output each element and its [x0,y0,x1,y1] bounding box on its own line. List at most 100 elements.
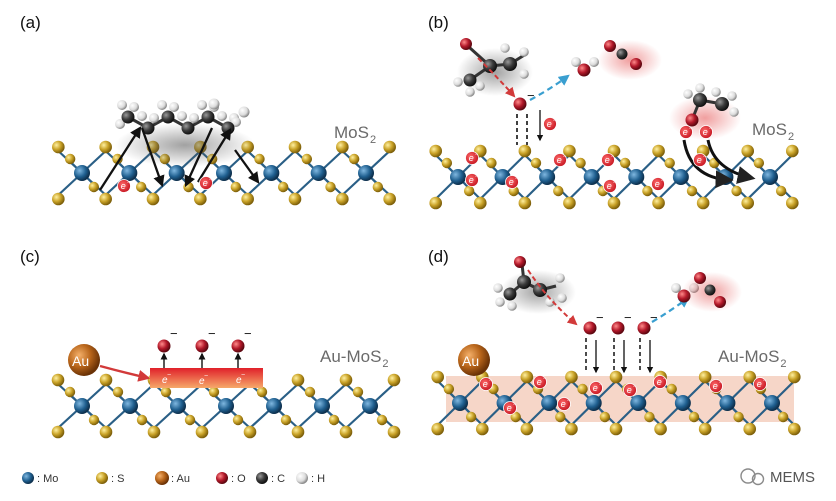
s-atom [348,153,360,165]
legend-swatch-mo [22,472,34,484]
s-atom [787,422,801,436]
electron-marker: e− [505,175,519,189]
s-atom [352,386,364,398]
s-atom [520,422,534,436]
s-atom [431,370,445,384]
hydrocarbon-molecule [115,98,255,167]
h-atom [519,69,529,79]
s-atom [64,386,76,398]
s-atom [336,140,349,154]
s-atom [654,422,667,436]
electron-marker: e− [601,153,615,167]
electron-charge: − [553,118,557,124]
mo-atom [122,398,138,414]
s-atom [51,425,65,439]
c-atom [693,93,707,107]
s-atom [288,140,302,154]
h-atom [555,273,565,283]
s-atom [301,153,313,165]
s-atom [387,425,401,439]
o-atom [577,63,591,77]
electron-marker: e− [117,179,131,193]
h-atom [177,111,187,121]
legend-label-o: : O [231,473,246,485]
electron-symbol: e [162,375,168,386]
electron-symbol: e [683,127,688,137]
electron-symbol: e [607,181,612,191]
electron-charge: − [241,372,245,379]
s-atom [194,192,207,206]
electron-symbol: e [655,179,660,189]
c-atom [463,73,477,87]
s-atom [277,181,289,193]
s-atom [463,185,475,197]
s-atom [88,181,100,193]
mo-atom [630,395,647,411]
blue-dashed-arrow [529,74,570,101]
s-atom [741,144,755,158]
electron-charge: − [763,378,767,384]
electron-charge: − [599,382,603,388]
s-atom [473,196,487,210]
s-atom [696,196,710,210]
h-atom [571,57,581,67]
mo-atom [266,398,282,414]
s-atom [328,414,340,426]
c-atom [483,59,497,73]
s-atom [372,181,384,193]
h-atom [727,91,737,101]
material-subscript: 2 [788,131,794,143]
charge-bar [150,368,263,388]
s-atom [256,386,268,398]
h-atom [453,77,463,87]
h-atom [493,283,503,293]
legend-swatch-au [155,471,169,485]
electron-charge: − [663,376,667,382]
h-atom [729,107,739,117]
electron-marker: e− [709,379,723,393]
transfer-arrow [197,128,232,183]
electron-disc [589,381,603,395]
c-atom [503,57,517,71]
electron-disc [503,401,517,415]
electron-symbol: e [547,119,552,129]
o-ion [195,339,209,353]
legend-swatch-o [216,472,228,484]
s-atom [291,425,305,439]
electron-charge: − [613,180,617,186]
s-atom [563,144,576,158]
mo-atom [541,395,558,411]
s-atom [291,373,305,387]
electron-disc [479,377,493,391]
s-atom [599,411,611,423]
mo-atom [310,165,327,181]
material-subscript: 2 [780,358,786,370]
o-atom [714,296,726,308]
s-atom [577,383,588,395]
o-ion [513,97,527,111]
au-nanoparticle: Au [458,344,490,376]
s-atom [743,370,757,384]
s-atom [644,411,655,423]
electron-marker: e− [651,177,665,191]
h-atom [217,111,227,121]
s-atom [510,411,521,423]
electron-charge: − [515,176,519,182]
s-atom [136,414,148,426]
red-arrow [99,364,151,382]
mo-atom [764,395,780,411]
au-nanoparticle: Au [68,344,100,376]
legend-swatch-h [296,472,308,484]
s-atom [565,370,578,384]
h-atom [465,87,475,97]
electron-charge: − [703,154,707,160]
s-atom [160,386,172,398]
s-atom [184,414,196,426]
c-atom [533,283,547,297]
s-atom [609,370,623,384]
blue-dashed-arrow [651,296,690,323]
electron-disc [117,179,131,193]
s-atom [619,157,631,169]
s-atom [787,370,801,384]
s-atom [698,370,712,384]
